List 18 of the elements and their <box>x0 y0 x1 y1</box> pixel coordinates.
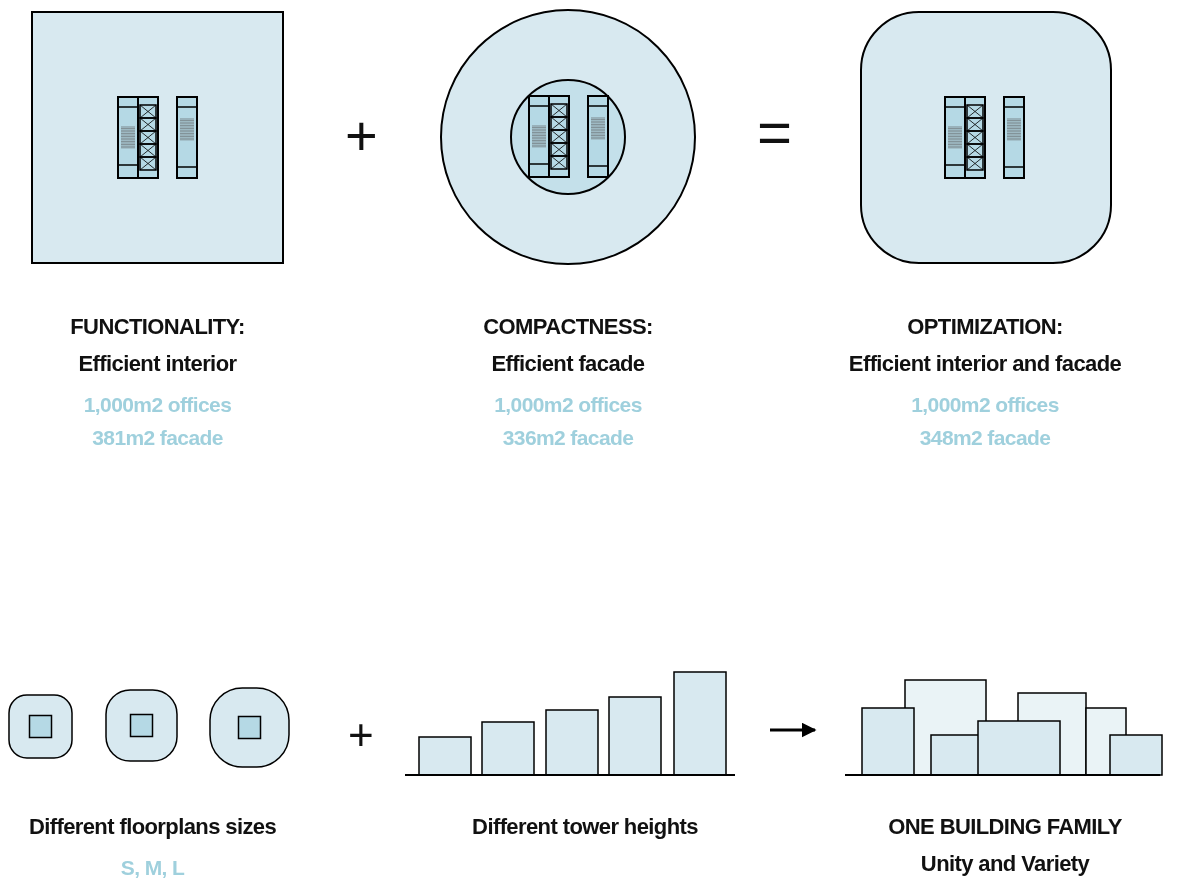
plus-sign: + <box>345 108 378 164</box>
figure-note: 1,000m2 offices 336m2 facade <box>493 392 643 451</box>
figure-note: S, M, L <box>119 855 186 881</box>
heading: Efficient interior <box>78 350 237 378</box>
heading: Unity and Variety <box>920 850 1090 878</box>
heading: ONE BUILDING FAMILY <box>888 813 1122 841</box>
heading: OPTIMIZATION: <box>907 313 1063 341</box>
heading: Different tower heights <box>472 813 698 841</box>
figure-note: 1,000m2 offices 381m2 facade <box>82 392 233 451</box>
equals-sign: = <box>757 103 793 163</box>
heading: Efficient facade <box>491 350 645 378</box>
heading: Different floorplans sizes <box>28 813 277 841</box>
heading: COMPACTNESS: <box>483 313 653 341</box>
heading: FUNCTIONALITY: <box>70 313 245 341</box>
plus-sign: + <box>348 713 374 757</box>
arrow <box>770 722 817 738</box>
heading: Efficient interior and facade <box>848 350 1122 378</box>
figure-note: 1,000m2 offices 348m2 facade <box>910 392 1060 451</box>
